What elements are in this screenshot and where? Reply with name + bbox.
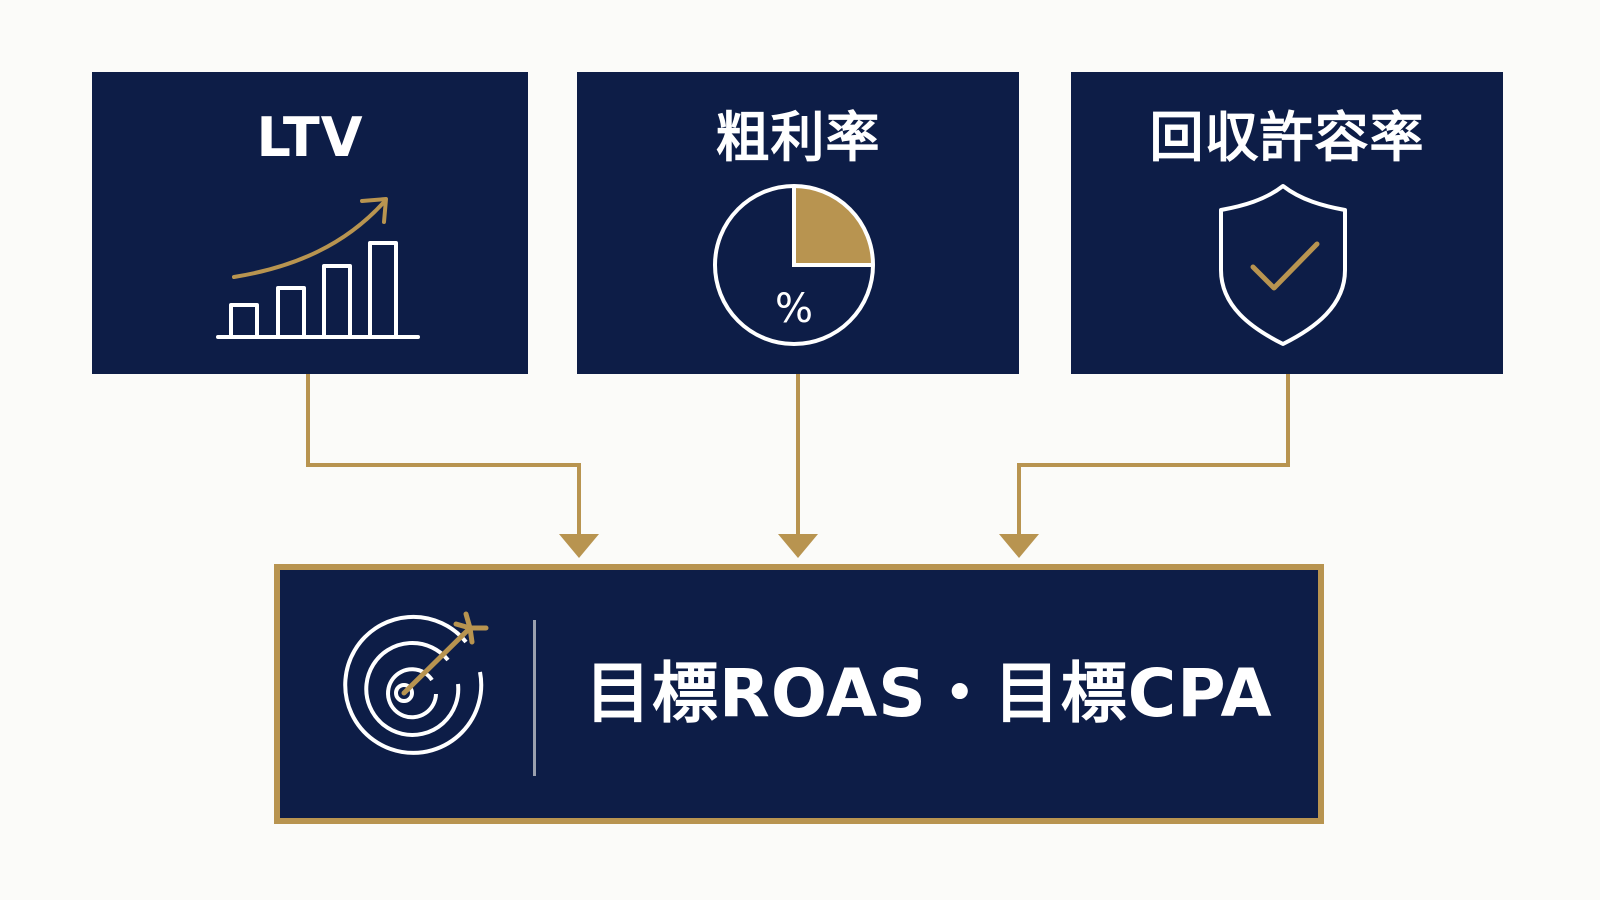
- arrowhead-gross-margin: [778, 534, 818, 558]
- shield-check-icon: [1219, 184, 1347, 346]
- ltv-title: LTV: [256, 106, 364, 169]
- connector-recovery: [1017, 374, 1290, 536]
- divider: [533, 620, 536, 776]
- target-roas-cpa-label: 目標ROAS・目標CPA: [585, 655, 1273, 732]
- arrowhead-recovery: [999, 534, 1039, 558]
- target-arrow-icon: [343, 611, 489, 755]
- recovery-tolerance-card: 回収許容率: [1071, 72, 1503, 374]
- arrowhead-ltv: [559, 534, 599, 558]
- pie-percent-icon: %: [713, 184, 875, 346]
- growth-bar-chart-icon: [216, 197, 420, 339]
- svg-text:%: %: [775, 286, 813, 332]
- recovery-tolerance-title: 回収許容率: [1149, 106, 1425, 169]
- gross-margin-card: 粗利率 %: [577, 72, 1019, 374]
- target-roas-cpa-box: 目標ROAS・目標CPA: [274, 564, 1324, 824]
- connector-ltv: [306, 374, 581, 536]
- ltv-card: LTV: [92, 72, 528, 374]
- gross-margin-title: 粗利率: [715, 106, 881, 169]
